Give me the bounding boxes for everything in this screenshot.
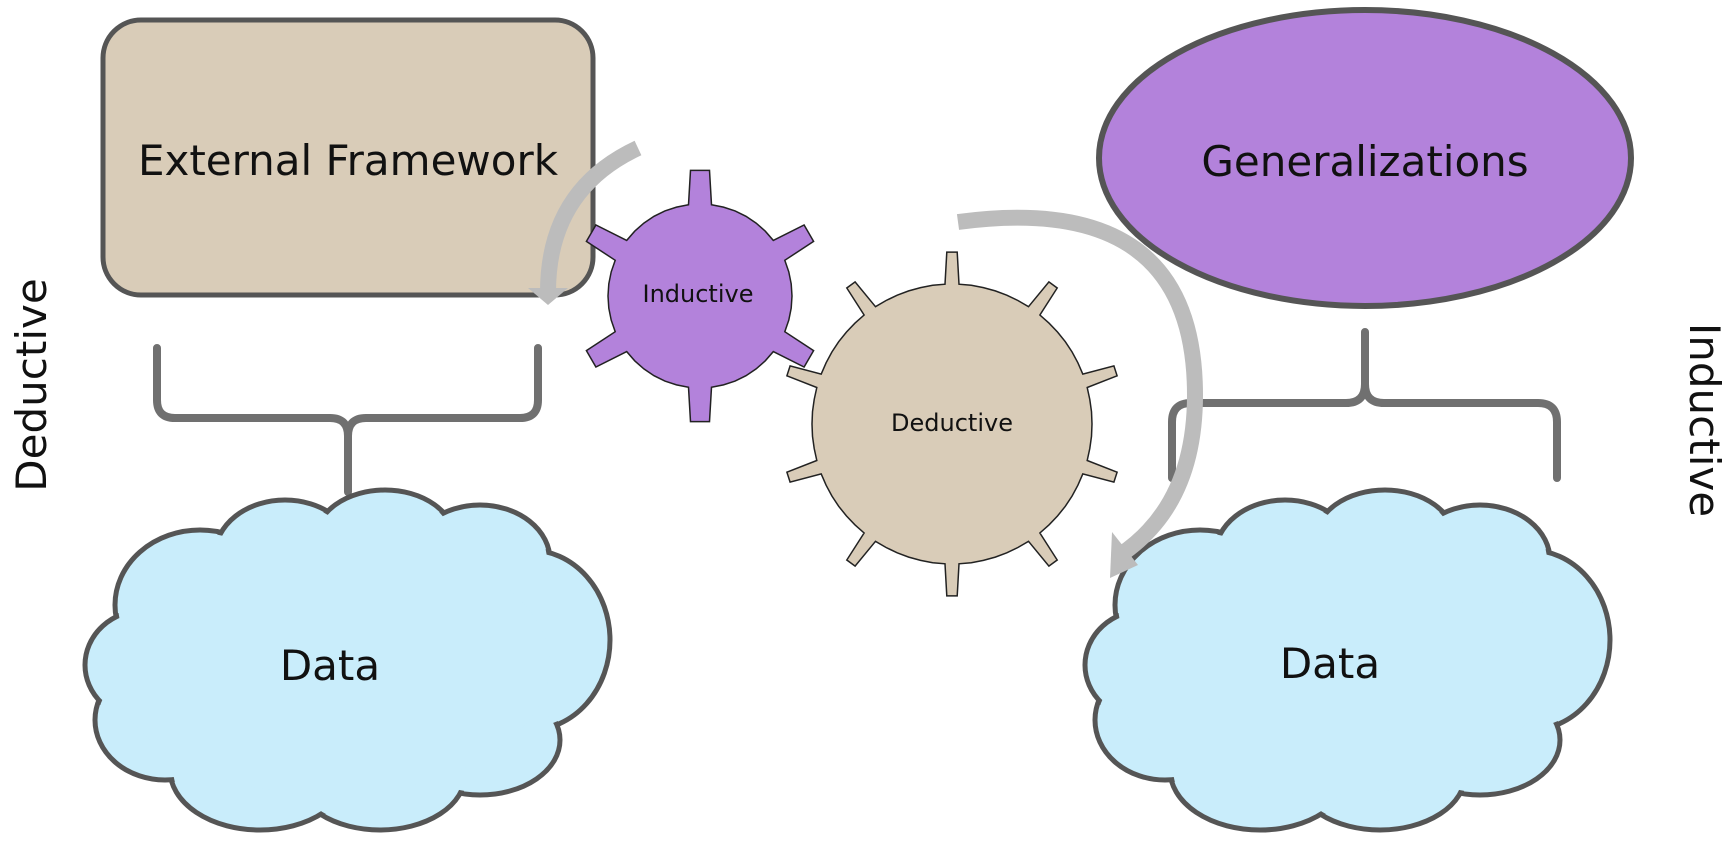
left-data-cloud-fill xyxy=(88,493,607,827)
deductive-cycle-arrowhead xyxy=(1110,532,1138,578)
inductive-gear xyxy=(585,169,815,423)
external-framework-label: External Framework xyxy=(138,136,559,185)
inductive-cycle-arrowhead xyxy=(528,288,568,305)
right-data-cloud-fill xyxy=(1088,493,1607,827)
right-brace xyxy=(1168,328,1561,482)
left-brace xyxy=(153,344,542,496)
generalizations-label: Generalizations xyxy=(1201,137,1528,186)
left-side-label: Deductive xyxy=(7,278,56,491)
left-data-label: Data xyxy=(280,641,380,690)
deductive-gear xyxy=(785,251,1119,597)
inductive-gear-label: Inductive xyxy=(643,280,754,308)
right-data-label: Data xyxy=(1280,639,1380,688)
right-side-label: Inductive xyxy=(1680,323,1729,517)
deductive-gear-label: Deductive xyxy=(891,409,1013,437)
generalizations-ellipse xyxy=(1096,7,1634,309)
inductive-cycle-arrow xyxy=(540,140,642,293)
external-framework-box xyxy=(100,17,596,298)
deductive-cycle-arrow xyxy=(956,209,1204,562)
